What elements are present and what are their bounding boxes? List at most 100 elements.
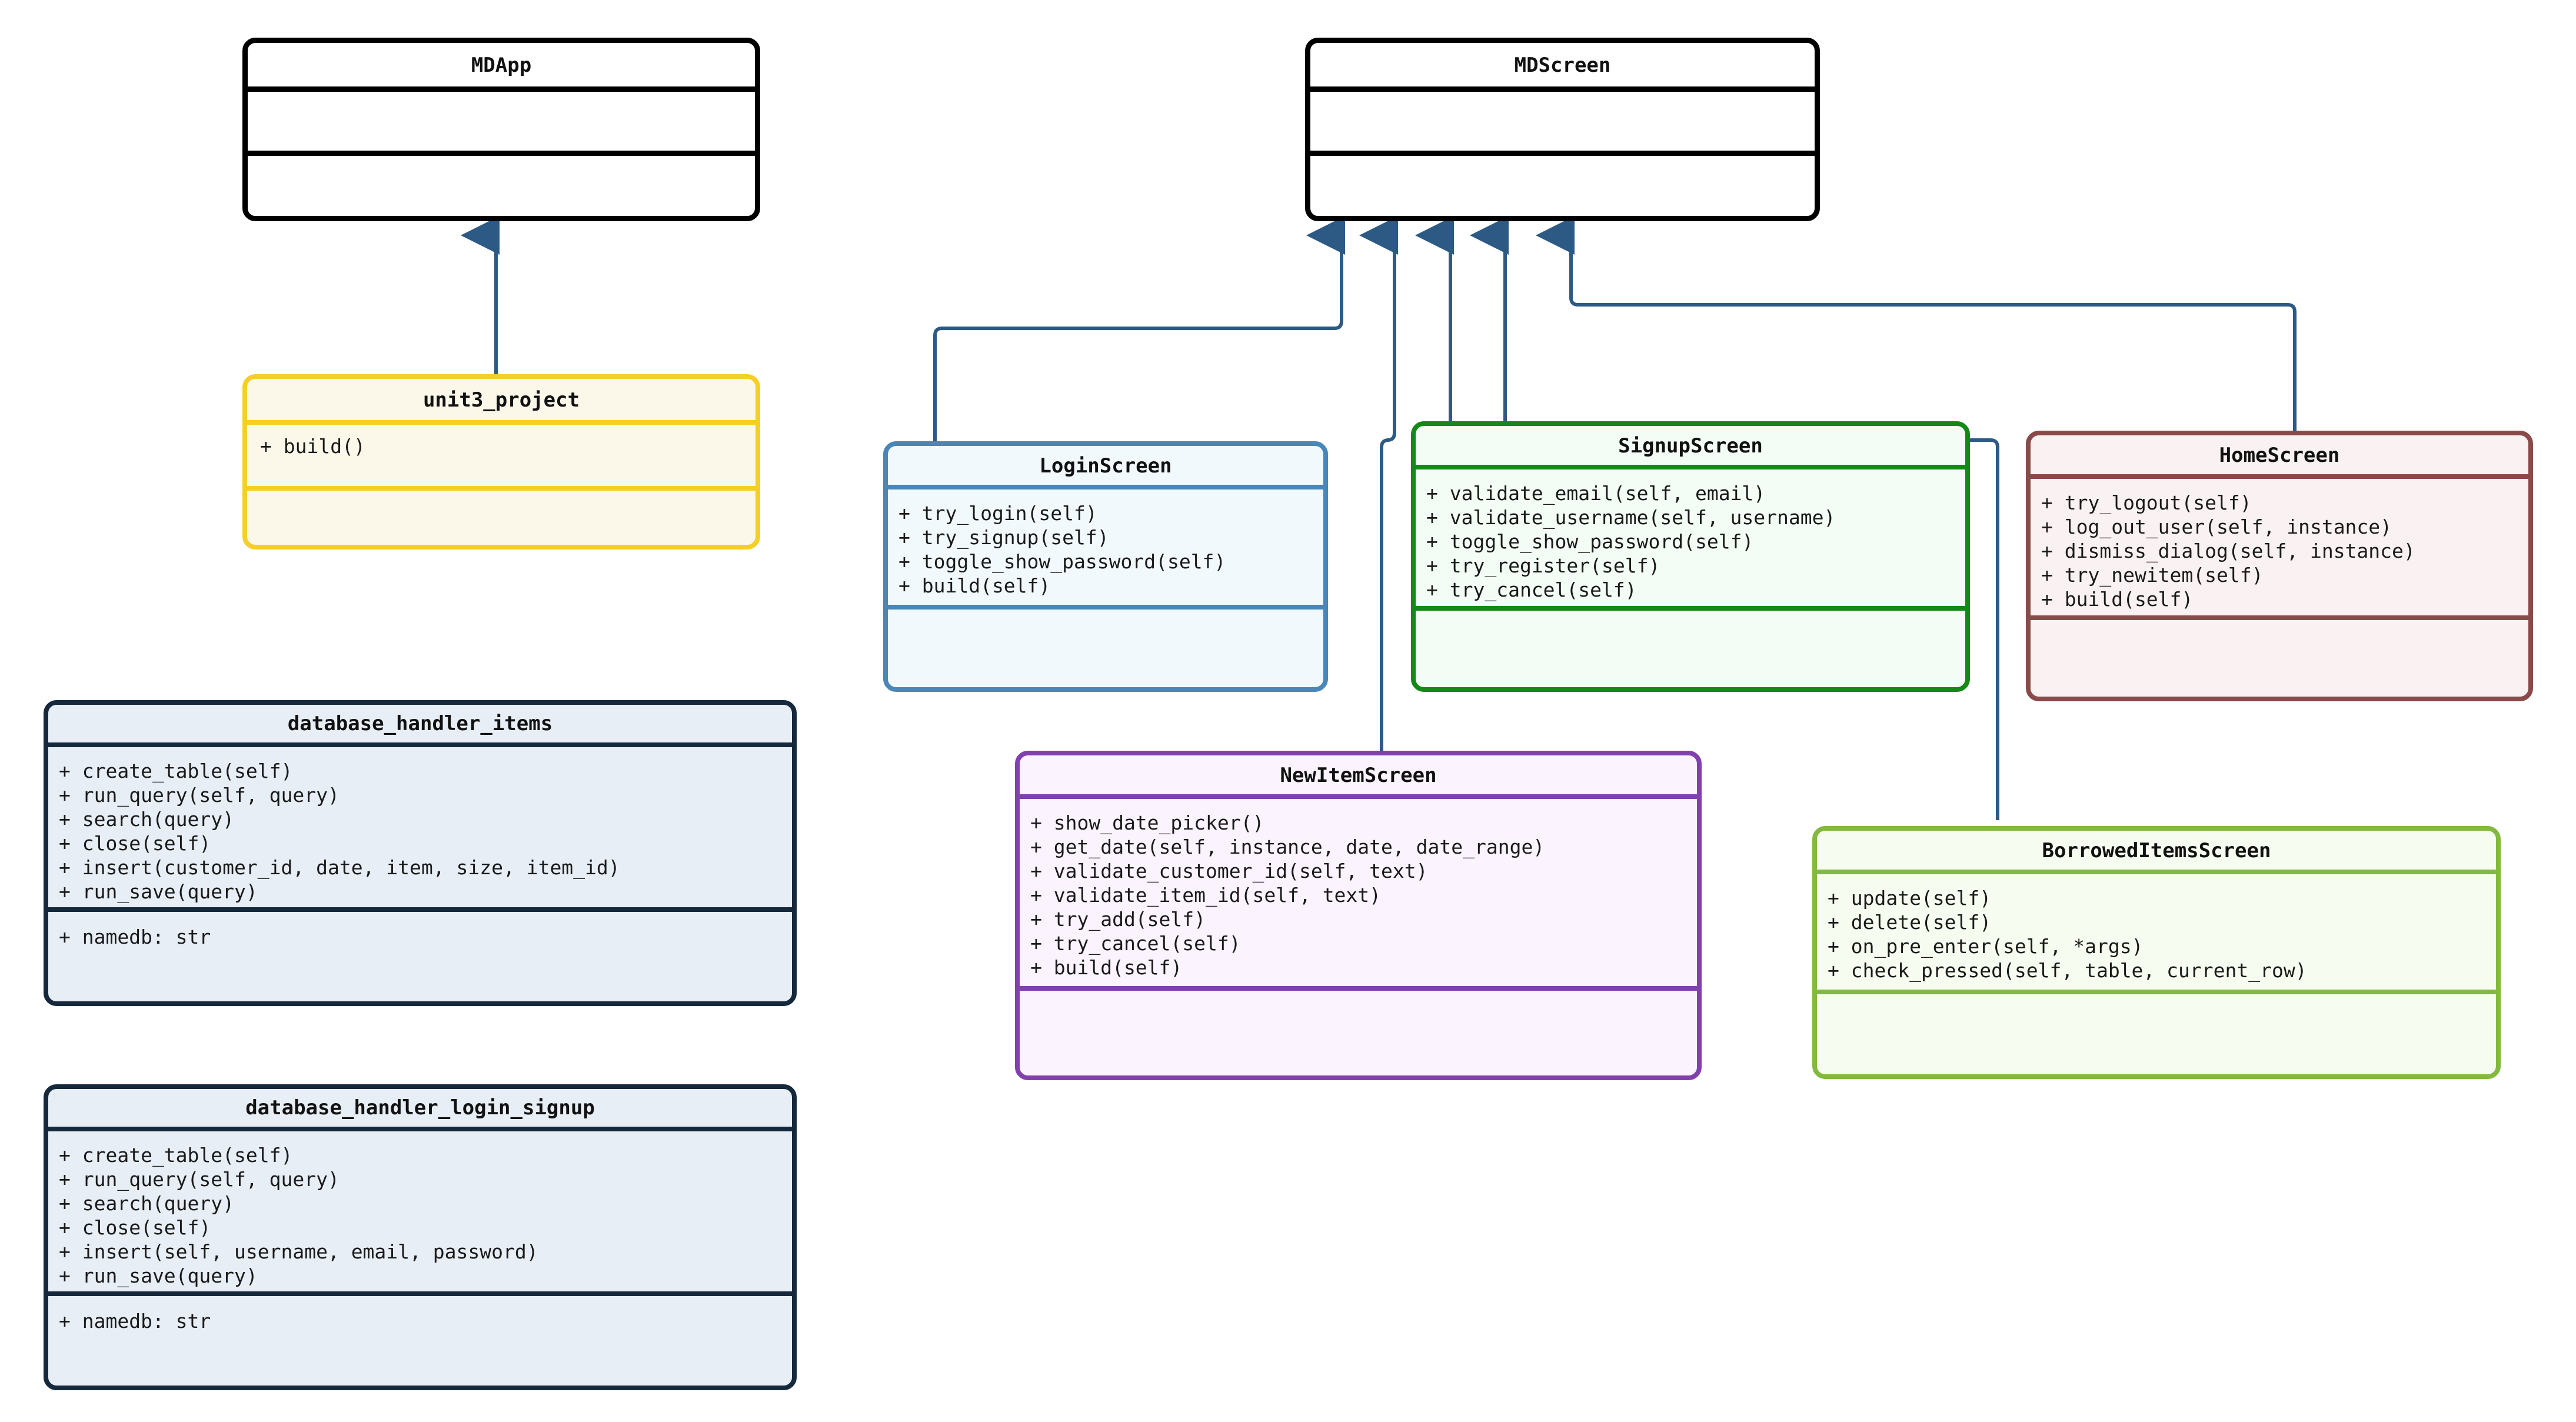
class-title-homescreen: HomeScreen [2219, 444, 2340, 467]
method-line: + try_newitem(self) [2041, 564, 2264, 587]
class-attributes-mdapp [248, 156, 755, 203]
edge-login-to-mdscreen [933, 216, 1345, 442]
class-divider [888, 605, 1323, 610]
method-line: + search(query) [59, 1192, 235, 1215]
class-methods-mdscreen [1310, 92, 1815, 151]
class-divider [48, 1291, 792, 1296]
class-divider [248, 151, 755, 156]
class-methods-loginscreen: + try_login(self) + try_signup(self) + t… [888, 489, 1323, 605]
method-line: + try_signup(self) [898, 526, 1109, 549]
class-attributes-mdscreen [1310, 156, 1815, 203]
method-line: + insert(self, username, email, password… [59, 1240, 538, 1263]
method-line: + run_save(query) [59, 880, 258, 903]
class-title-database-handler-items: database_handler_items [287, 712, 553, 735]
method-line: + validate_username(self, username) [1426, 506, 1836, 529]
class-title-loginscreen: LoginScreen [1039, 454, 1172, 478]
method-line: + run_query(self, query) [59, 1168, 340, 1191]
class-title-mdapp: MDApp [471, 54, 532, 77]
class-box-mdscreen[interactable]: MDScreen [1305, 38, 1820, 221]
class-attributes-newitemscreen [1020, 991, 1697, 1045]
class-title-signupscreen: SignupScreen [1618, 434, 1763, 458]
class-divider [1416, 465, 1965, 469]
method-line: + try_login(self) [898, 502, 1097, 525]
class-divider [888, 485, 1323, 489]
method-line: + check_pressed(self, table, current_row… [1828, 959, 2307, 982]
class-box-loginscreen[interactable]: LoginScreen + try_login(self) + try_sign… [883, 441, 1328, 692]
class-attributes-signupscreen [1416, 611, 1965, 662]
class-divider [1310, 151, 1815, 156]
method-line: + create_table(self) [59, 760, 293, 782]
method-line: + build() [260, 435, 365, 458]
method-line: + toggle_show_password(self) [1426, 530, 1754, 553]
class-divider [248, 86, 755, 92]
class-methods-database-handler-login-signup: + create_table(self) + run_query(self, q… [48, 1131, 792, 1291]
class-divider [1416, 606, 1965, 611]
method-line: + run_save(query) [59, 1264, 258, 1287]
class-attributes-database-handler-items: + namedb: str [48, 912, 792, 965]
class-box-unit3-project[interactable]: unit3_project + build() [242, 374, 760, 550]
class-divider [1020, 986, 1697, 991]
class-divider [247, 486, 756, 491]
class-methods-newitemscreen: + show_date_picker() + get_date(self, in… [1020, 799, 1697, 986]
method-line: + validate_customer_id(self, text) [1030, 860, 1428, 882]
class-divider [2031, 474, 2528, 479]
method-line: + get_date(self, instance, date, date_ra… [1030, 835, 1545, 858]
method-line: + toggle_show_password(self) [898, 550, 1226, 573]
method-line: + on_pre_enter(self, *args) [1828, 935, 2144, 958]
method-line: + try_cancel(self) [1030, 932, 1241, 955]
method-line: + validate_item_id(self, text) [1030, 884, 1382, 907]
method-line: + run_query(self, query) [59, 784, 340, 807]
class-divider [1817, 870, 2496, 874]
class-divider [1020, 794, 1697, 799]
method-line: + build(self) [1030, 956, 1183, 979]
method-line: + try_register(self) [1426, 554, 1660, 577]
attribute-line: + namedb: str [59, 925, 211, 948]
class-box-homescreen[interactable]: HomeScreen + try_logout(self) + log_out_… [2026, 431, 2533, 701]
class-title-mdscreen: MDScreen [1514, 54, 1611, 77]
class-attributes-loginscreen [888, 610, 1323, 662]
class-divider [48, 742, 792, 747]
method-line: + log_out_user(self, instance) [2041, 515, 2392, 538]
class-attributes-borroweditemsscreen [1817, 994, 2496, 1048]
method-line: + show_date_picker() [1030, 811, 1264, 834]
edge-newitem-to-mdscreen [1359, 216, 1398, 752]
class-title-database-handler-login-signup: database_handler_login_signup [245, 1096, 595, 1120]
class-box-mdapp[interactable]: MDApp [242, 38, 760, 221]
method-line: + close(self) [59, 832, 211, 855]
class-attributes-database-handler-login-signup: + namedb: str [48, 1296, 792, 1349]
class-attributes-unit3-project [247, 491, 756, 538]
method-line: + build(self) [2041, 588, 2194, 611]
method-line: + build(self) [898, 574, 1051, 597]
class-box-newitemscreen[interactable]: NewItemScreen + show_date_picker() + get… [1015, 751, 1702, 1080]
class-divider [1817, 990, 2496, 994]
class-divider [247, 420, 756, 425]
method-line: + validate_email(self, email) [1426, 482, 1766, 505]
class-attributes-homescreen [2031, 620, 2528, 672]
class-title-newitemscreen: NewItemScreen [1280, 764, 1437, 787]
method-line: + delete(self) [1828, 911, 1992, 934]
class-methods-borroweditemsscreen: + update(self) + delete(self) + on_pre_e… [1817, 874, 2496, 990]
method-line: + dismiss_dialog(self, instance) [2041, 540, 2415, 562]
class-divider [48, 1127, 792, 1131]
class-methods-database-handler-items: + create_table(self) + run_query(self, q… [48, 747, 792, 907]
class-divider [2031, 615, 2528, 620]
method-line: + close(self) [59, 1216, 211, 1239]
method-line: + try_logout(self) [2041, 491, 2252, 514]
method-line: + try_cancel(self) [1426, 578, 1637, 601]
class-divider [48, 907, 792, 912]
class-box-database-handler-items[interactable]: database_handler_items + create_table(se… [44, 700, 797, 1006]
class-methods-unit3-project: + build() [247, 425, 756, 486]
method-line: + insert(customer_id, date, item, size, … [59, 856, 620, 879]
class-methods-signupscreen: + validate_email(self, email) + validate… [1416, 469, 1965, 606]
edge-home-to-mdscreen [1536, 216, 2297, 437]
class-box-database-handler-login-signup[interactable]: database_handler_login_signup + create_t… [44, 1084, 797, 1390]
class-methods-homescreen: + try_logout(self) + log_out_user(self, … [2031, 479, 2528, 615]
class-box-borroweditemsscreen[interactable]: BorrowedItemsScreen + update(self) + del… [1812, 826, 2501, 1079]
method-line: + try_add(self) [1030, 908, 1206, 931]
method-line: + search(query) [59, 808, 235, 831]
attribute-line: + namedb: str [59, 1310, 211, 1333]
class-title-borroweditemsscreen: BorrowedItemsScreen [2042, 839, 2271, 862]
class-title-unit3-project: unit3_project [422, 388, 580, 412]
class-box-signupscreen[interactable]: SignupScreen + validate_email(self, emai… [1411, 421, 1970, 692]
